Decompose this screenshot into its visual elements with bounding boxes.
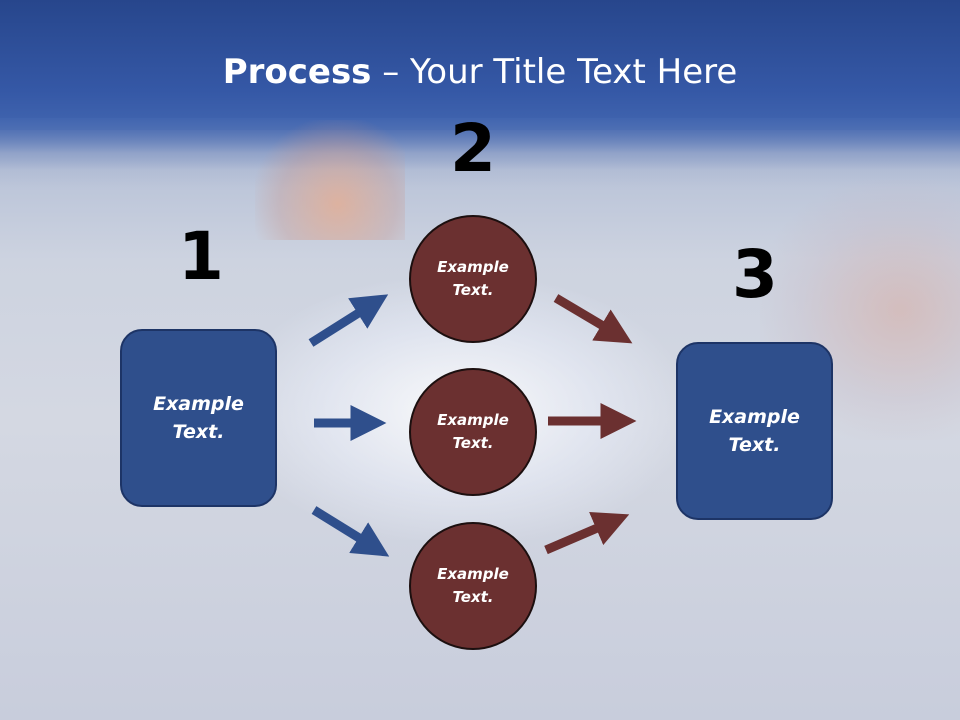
circle-middle: Example Text. bbox=[409, 368, 537, 496]
circle-bottom: Example Text. bbox=[409, 522, 537, 650]
title-bold: Process bbox=[222, 52, 372, 92]
title-rest: – Your Title Text Here bbox=[371, 52, 738, 92]
arrow-bottom-to-right bbox=[544, 511, 630, 555]
header-fade bbox=[0, 118, 960, 188]
step-number-1: 1 bbox=[178, 218, 224, 295]
background-finger-left bbox=[255, 120, 405, 240]
circle-bottom-text: Example Text. bbox=[437, 564, 509, 606]
slide-title: Process – Your Title Text Here bbox=[0, 52, 960, 92]
arrow-left-to-top bbox=[308, 294, 389, 347]
circle-top-text: Example Text. bbox=[437, 257, 509, 299]
left-box: Example Text. bbox=[120, 329, 277, 507]
header-band bbox=[0, 0, 960, 130]
step-number-3: 3 bbox=[732, 236, 778, 313]
circle-middle-text: Example Text. bbox=[437, 410, 509, 452]
arrow-top-to-right bbox=[553, 294, 633, 344]
circle-top: Example Text. bbox=[409, 215, 537, 343]
step-number-2: 2 bbox=[450, 110, 496, 187]
left-box-text: Example Text. bbox=[153, 392, 244, 444]
arrow-left-to-bottom bbox=[311, 506, 390, 557]
right-box: Example Text. bbox=[676, 342, 833, 520]
right-box-text: Example Text. bbox=[709, 405, 800, 457]
